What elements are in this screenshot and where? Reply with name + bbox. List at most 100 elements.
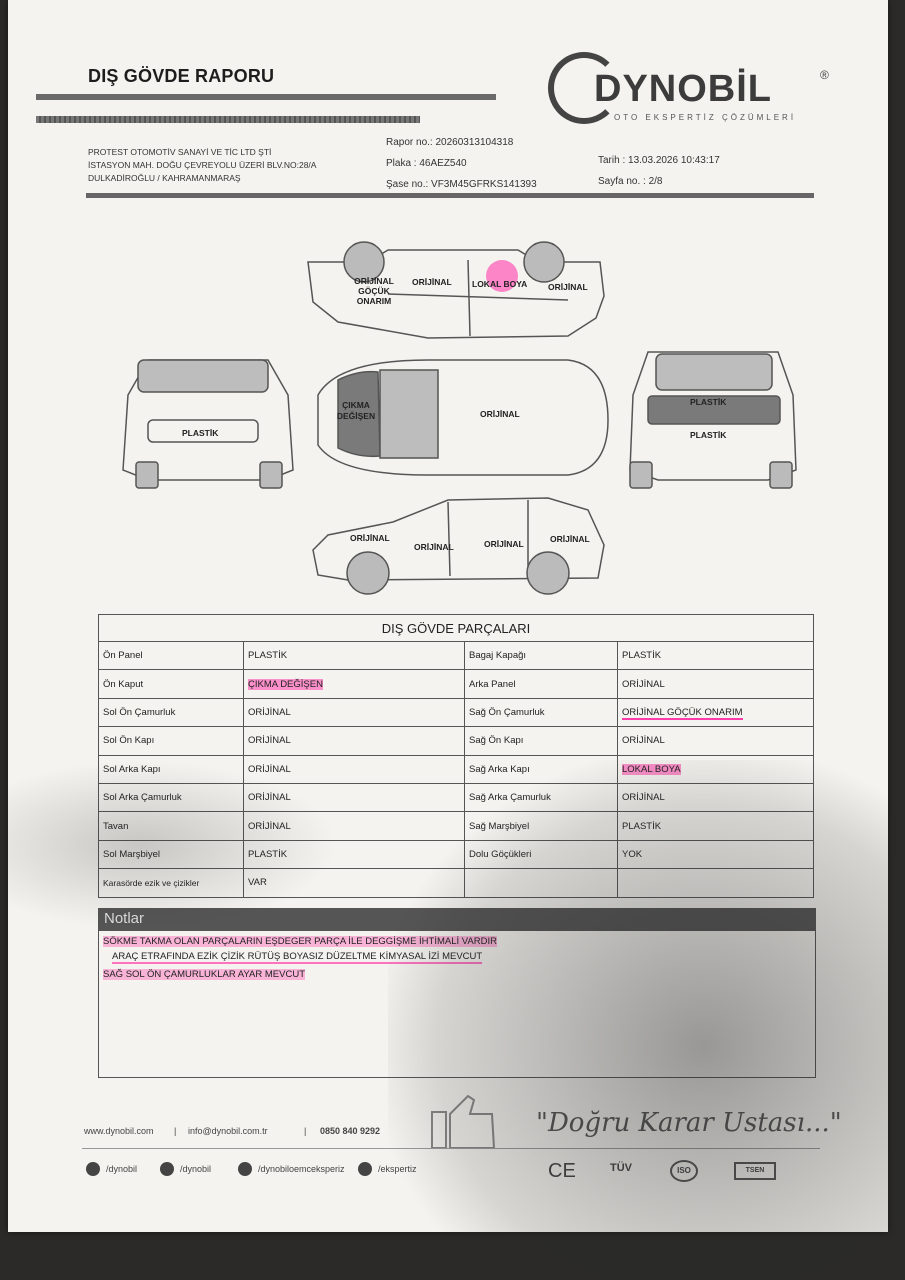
note-text: SAĞ SOL ÖN ÇAMURLUKLAR AYAR MEVCUT bbox=[103, 969, 306, 980]
chat-icon bbox=[358, 1162, 372, 1176]
table-row: Tavan ORİJİNAL Sağ Marşbiyel PLASTİK bbox=[98, 811, 814, 841]
part-name: Sol Arka Çamurluk bbox=[98, 782, 244, 813]
note-line: SÖKME TAKMA OLAN PARÇALARIN EŞDEGER PARÇ… bbox=[103, 936, 497, 947]
part-name: Sol Arka Kapı bbox=[98, 754, 244, 784]
label-right-rear-door: LOKAL BOYA bbox=[472, 279, 528, 289]
table-row: Sol Ön Çamurluk ORİJİNAL Sağ Ön Çamurluk… bbox=[98, 697, 814, 728]
note-text: ARAÇ ETRAFINDA EZİK ÇİZİK RÜTÜŞ BOYASIZ … bbox=[112, 951, 483, 964]
notes-title: Notlar bbox=[98, 908, 816, 930]
top-view-body bbox=[317, 359, 609, 476]
part-status: PLASTİK bbox=[243, 640, 465, 671]
table-row: Sol Marşbiyel PLASTİK Dolu Göçükleri YOK bbox=[98, 839, 814, 870]
brand-tagline: OTO EKSPERTİZ ÇÖZÜMLERİ bbox=[614, 113, 797, 122]
part-status: ÇIKMA DEĞİŞEN bbox=[243, 669, 465, 699]
label-right-rear-fender: ORİJİNAL bbox=[548, 282, 588, 292]
table-row: Ön Kaput ÇIKMA DEĞİŞEN Arka Panel ORİJİN… bbox=[98, 669, 814, 699]
company-street: İSTASYON MAH. DOĞU ÇEVREYOLU ÜZERİ BLV.N… bbox=[88, 160, 317, 170]
part-status: ORİJİNAL bbox=[617, 782, 814, 813]
part-status: ORİJİNAL bbox=[617, 726, 814, 756]
brand-logo: DYNOBİL bbox=[594, 68, 772, 110]
table-row: Sol Ön Kapı ORİJİNAL Sağ Ön Kapı ORİJİNA… bbox=[98, 726, 814, 756]
part-status: PLASTİK bbox=[617, 640, 814, 671]
part-status bbox=[617, 868, 814, 898]
chassis-number: Şase no.: VF3M45GFRKS141393 bbox=[386, 179, 537, 190]
ce-mark: CE bbox=[548, 1160, 576, 1182]
highlighted-status: ÇIKMA DEĞİŞEN bbox=[248, 678, 323, 690]
part-status: ORİJİNAL bbox=[243, 754, 465, 784]
part-name: Tavan bbox=[98, 811, 244, 841]
social-other: /ekspertiz bbox=[358, 1162, 417, 1176]
footer-slogan: "Doğru Karar Ustası..." bbox=[536, 1108, 842, 1138]
right-side-view-body bbox=[307, 249, 605, 339]
footer-phone: 0850 840 9292 bbox=[320, 1126, 381, 1136]
part-name: Sağ Marşbiyel bbox=[464, 811, 618, 841]
social-facebook: /dynobiloemceksperiz bbox=[238, 1162, 345, 1176]
part-status: YOK bbox=[617, 839, 814, 870]
part-status: ORİJİNAL GÖÇÜK ONARIM bbox=[617, 697, 814, 728]
part-status: VAR bbox=[243, 868, 465, 898]
part-name: Dolu Göçükleri bbox=[464, 839, 618, 870]
part-name: Sağ Arka Kapı bbox=[464, 754, 618, 784]
instagram-icon bbox=[86, 1162, 100, 1176]
report-date: Tarih : 13.03.2026 10:43:17 bbox=[598, 155, 720, 166]
part-status: PLASTİK bbox=[617, 811, 814, 841]
social-handle: /dynobil bbox=[180, 1164, 212, 1174]
label-front-bumper: PLASTİK bbox=[182, 428, 219, 438]
part-name: Sol Ön Kapı bbox=[98, 726, 244, 756]
part-name: Arka Panel bbox=[464, 669, 618, 699]
left-side-view-body bbox=[312, 497, 605, 581]
part-name bbox=[464, 868, 618, 898]
rear-tire-icon bbox=[769, 461, 793, 489]
social-handle: /dynobil bbox=[106, 1164, 138, 1174]
tse-mark: TSEN bbox=[734, 1162, 776, 1180]
table-row: Sol Arka Kapı ORİJİNAL Sağ Arka Kapı LOK… bbox=[98, 754, 814, 784]
underlined-status: ORİJİNAL GÖÇÜK ONARIM bbox=[622, 706, 743, 720]
table-row: Sol Arka Çamurluk ORİJİNAL Sağ Arka Çamu… bbox=[98, 782, 814, 813]
report-number: Rapor no.: 20260313104318 bbox=[386, 137, 514, 148]
part-status: ORİJİNAL bbox=[617, 669, 814, 699]
social-handle: /ekspertiz bbox=[378, 1164, 417, 1174]
parts-table: DIŞ GÖVDE PARÇALARI Ön Panel PLASTİK Bag… bbox=[98, 614, 814, 898]
report-title: DIŞ GÖVDE RAPORU bbox=[88, 66, 275, 86]
paint-mark bbox=[486, 260, 518, 292]
part-name: Ön Kaput bbox=[98, 669, 244, 699]
part-status: ORİJİNAL bbox=[243, 726, 465, 756]
car-damage-diagram bbox=[122, 241, 797, 595]
part-name: Sağ Ön Kapı bbox=[464, 726, 618, 756]
social-handle: /dynobiloemceksperiz bbox=[258, 1164, 345, 1174]
plate-number: Plaka : 46AEZ540 bbox=[386, 158, 467, 169]
note-text: SÖKME TAKMA OLAN PARÇALARIN EŞDEGER PARÇ… bbox=[103, 936, 497, 947]
company-city: DULKADİROĞLU / KAHRAMANMARAŞ bbox=[88, 173, 241, 183]
social-tiktok: /dynobil bbox=[160, 1162, 211, 1176]
social-instagram: /dynobil bbox=[86, 1162, 137, 1176]
label-left-rear-door: ORİJİNAL bbox=[484, 539, 524, 549]
part-status: LOKAL BOYA bbox=[617, 754, 814, 784]
tuv-mark: TÜV bbox=[610, 1162, 632, 1174]
report-page: DIŞ GÖVDE RAPORU PROTEST OTOMOTİV SANAYİ… bbox=[8, 0, 905, 1280]
iso-mark: ISO bbox=[670, 1160, 698, 1182]
label-hood: ÇIKMA DEĞİŞEN bbox=[336, 400, 376, 421]
part-status: PLASTİK bbox=[243, 839, 465, 870]
registered-mark: ® bbox=[820, 68, 829, 82]
part-status: ORİJİNAL bbox=[243, 697, 465, 728]
part-name: Karasörde ezik ve çizikler bbox=[98, 868, 244, 898]
page-number: Sayfa no. : 2/8 bbox=[598, 176, 663, 187]
company-address: PROTEST OTOMOTİV SANAYİ VE TİC LTD ŞTİ İ… bbox=[88, 146, 316, 185]
footer-website: www.dynobil.com bbox=[84, 1126, 154, 1136]
note-line: SAĞ SOL ÖN ÇAMURLUKLAR AYAR MEVCUT bbox=[103, 969, 306, 980]
company-name: PROTEST OTOMOTİV SANAYİ VE TİC LTD ŞTİ bbox=[88, 147, 272, 157]
highlighted-status: LOKAL BOYA bbox=[622, 763, 681, 775]
part-name: Sol Ön Çamurluk bbox=[98, 697, 244, 728]
footer-divider bbox=[82, 1148, 820, 1149]
wheel-icon bbox=[346, 551, 390, 595]
footer-email: info@dynobil.com.tr bbox=[188, 1126, 268, 1136]
logo-swoosh-icon bbox=[548, 52, 620, 124]
title-hatch-bar bbox=[36, 116, 420, 123]
title-underline bbox=[36, 94, 496, 100]
part-status: ORİJİNAL bbox=[243, 811, 465, 841]
tiktok-icon bbox=[160, 1162, 174, 1176]
wheel-icon bbox=[526, 551, 570, 595]
rear-tire-icon bbox=[629, 461, 653, 489]
label-left-front-door: ORİJİNAL bbox=[414, 542, 454, 552]
facebook-icon bbox=[238, 1162, 252, 1176]
